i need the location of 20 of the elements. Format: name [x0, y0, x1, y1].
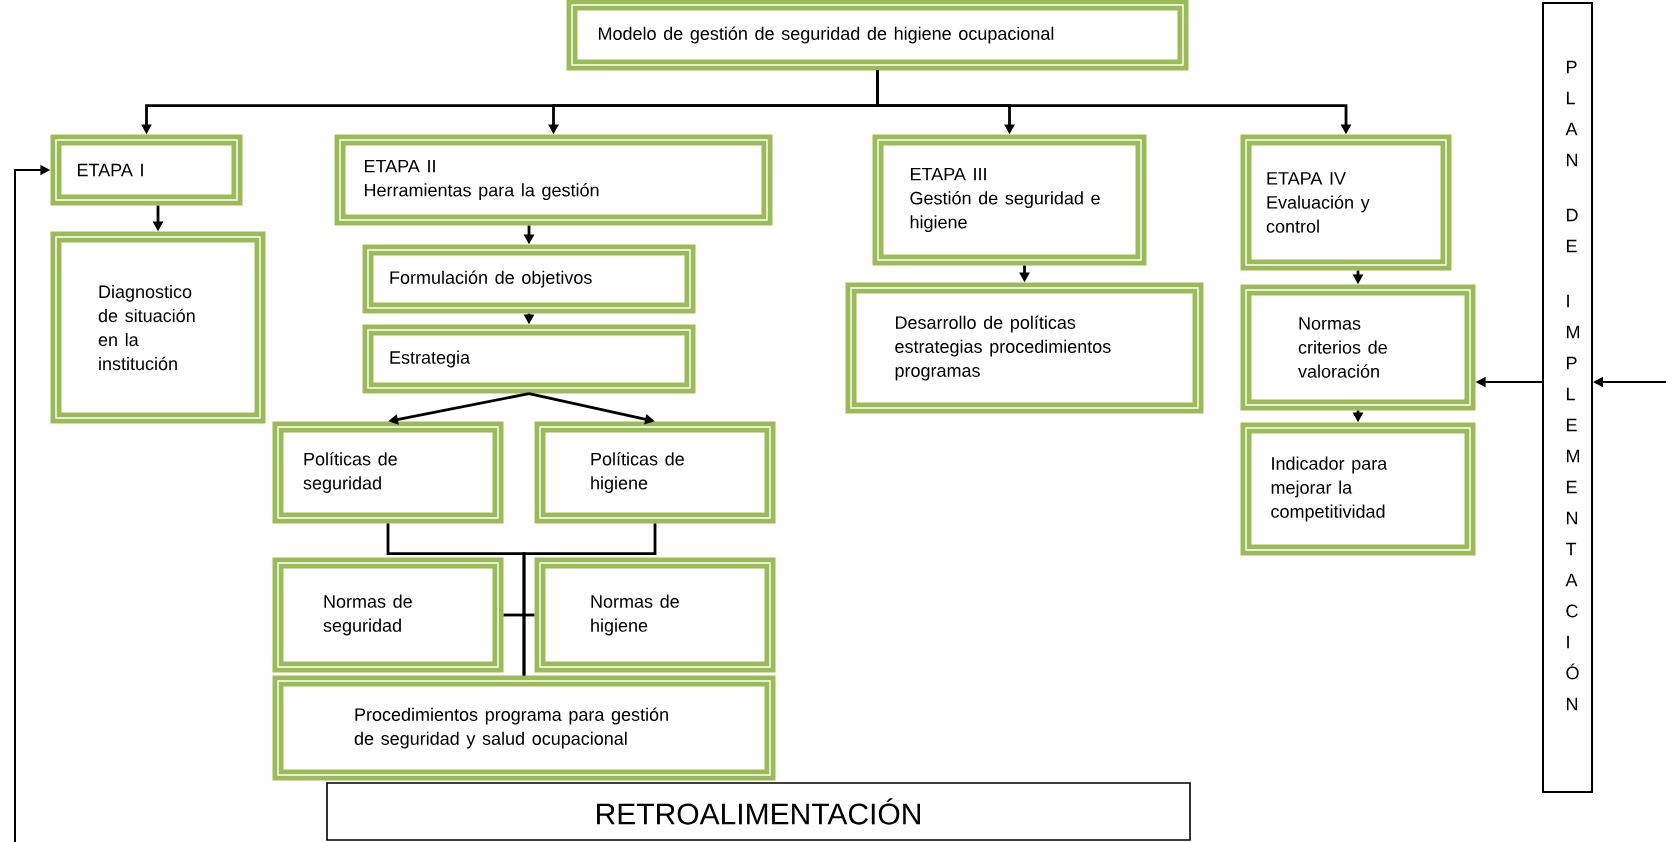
- process-box: Procedimientos programa para gestión de seguridad y salud ocupacional: [272, 675, 776, 781]
- process-box: Normas de seguridad: [272, 557, 504, 673]
- process-box: ETAPA II Herramientas para la gestión: [334, 134, 773, 226]
- process-box: Estrategia: [362, 324, 696, 394]
- process-box: Políticas de higiene: [534, 421, 776, 524]
- connector-line: [522, 523, 657, 676]
- process-box: Formulación de objetivos: [362, 244, 696, 314]
- banner-box: RETROALIMENTACIÓN: [326, 782, 1191, 841]
- connector-line: [503, 613, 535, 617]
- process-box: Desarrollo de políticas estrategias procedimientos programas: [845, 282, 1204, 414]
- process-box: ETAPA I: [50, 134, 243, 206]
- process-box: Normas de higiene: [534, 557, 776, 673]
- process-box: Políticas de seguridad: [272, 421, 504, 524]
- process-box: Modelo de gestión de seguridad de higiene ocupacional: [566, 0, 1189, 71]
- process-box: ETAPA III Gestión de seguridad e higiene: [872, 134, 1147, 266]
- process-box: ETAPA IV Evaluación y control: [1240, 134, 1452, 271]
- vertical-banner: PLAN DE IMPLEMENTACIÓN: [1542, 2, 1593, 793]
- process-box: Normas criterios de valoración: [1240, 284, 1476, 411]
- process-box: Indicador para mejorar la competitividad: [1240, 422, 1476, 556]
- process-box: Diagnostico de situación en la institución: [50, 231, 266, 424]
